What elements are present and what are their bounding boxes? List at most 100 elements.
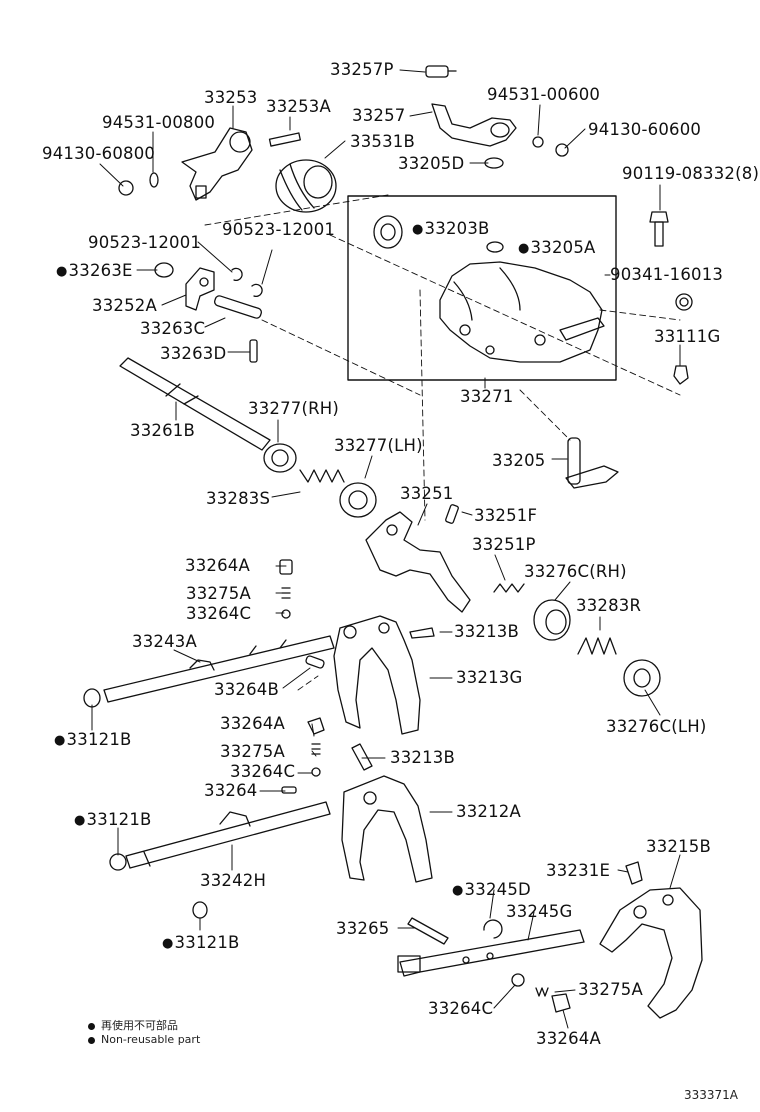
leader-lines bbox=[91, 69, 681, 1029]
label-33264C-2[interactable]: 33264C bbox=[230, 762, 296, 781]
label-33257P[interactable]: 33257P bbox=[330, 60, 394, 79]
plug-33264A-3 bbox=[551, 993, 571, 1013]
label-33263D[interactable]: 33263D bbox=[160, 344, 227, 363]
label-33245D[interactable]: 33245D bbox=[452, 881, 531, 901]
label-33253[interactable]: 33253 bbox=[204, 88, 258, 107]
dashed-assembly-lines bbox=[204, 194, 681, 691]
label-33283R[interactable]: 33283R bbox=[576, 596, 642, 615]
label-94130-60600[interactable]: 94130-60600 bbox=[588, 120, 702, 139]
label-90523-12001-b[interactable]: 90523-12001 bbox=[222, 220, 336, 239]
label-33205A[interactable]: 33205A bbox=[518, 239, 596, 259]
label-33213B-1[interactable]: 33213B bbox=[454, 622, 520, 641]
label-33253A[interactable]: 33253A bbox=[266, 97, 331, 116]
label-33271[interactable]: 33271 bbox=[460, 387, 514, 406]
label-33264[interactable]: 33264 bbox=[204, 781, 258, 800]
plug-33121B-2 bbox=[109, 853, 127, 871]
legend-en: Non-reusable part bbox=[88, 1033, 200, 1046]
label-33264A-1[interactable]: 33264A bbox=[185, 556, 250, 575]
bolt-33213B-2 bbox=[351, 743, 373, 771]
legend-ja: 再使用不可部品 bbox=[88, 1017, 178, 1033]
label-33242H[interactable]: 33242H bbox=[200, 871, 267, 890]
shaft-33243A bbox=[103, 635, 335, 703]
retainer-33276CLH bbox=[623, 659, 661, 697]
label-33275A-2[interactable]: 33275A bbox=[220, 742, 285, 761]
retainer-33277LH bbox=[339, 482, 377, 518]
label-33276CRH[interactable]: 33276C(RH) bbox=[524, 562, 627, 581]
plug-33121B-1 bbox=[83, 688, 101, 708]
label-94531-00600[interactable]: 94531-00600 bbox=[487, 85, 601, 104]
pin-33251F bbox=[445, 504, 459, 524]
legend-en-text: Non-reusable part bbox=[101, 1033, 201, 1046]
bolt-33231E bbox=[625, 861, 643, 885]
label-33275A-1[interactable]: 33275A bbox=[186, 584, 251, 603]
label-33263C[interactable]: 33263C bbox=[140, 319, 206, 338]
shaft-33263C bbox=[214, 295, 262, 319]
plug-33121B-3 bbox=[192, 901, 208, 919]
label-33277RH[interactable]: 33277(RH) bbox=[248, 399, 340, 418]
label-33277LH[interactable]: 33277(LH) bbox=[334, 436, 423, 455]
label-33264C-1[interactable]: 33264C bbox=[186, 604, 252, 623]
label-90523-12001-a[interactable]: 90523-12001 bbox=[88, 233, 202, 252]
label-33257[interactable]: 33257 bbox=[352, 106, 406, 125]
label-90119-08332[interactable]: 90119-08332(8) bbox=[622, 164, 760, 183]
spring-33275A-3 bbox=[535, 987, 549, 997]
label-33231E[interactable]: 33231E bbox=[546, 861, 611, 880]
detent-set-2 bbox=[307, 717, 325, 777]
washer-94531-00800 bbox=[149, 172, 159, 188]
label-33251[interactable]: 33251 bbox=[400, 484, 454, 503]
label-33264A-3[interactable]: 33264A bbox=[536, 1029, 601, 1048]
label-33261B[interactable]: 33261B bbox=[130, 421, 196, 440]
nut-94130-60800 bbox=[118, 180, 134, 196]
label-33121B-1[interactable]: 33121B bbox=[54, 731, 132, 751]
lever-33205 bbox=[565, 437, 619, 489]
pin-33257P bbox=[425, 65, 457, 78]
label-33243A[interactable]: 33243A bbox=[132, 632, 197, 651]
label-33121B-2[interactable]: 33121B bbox=[74, 811, 152, 831]
label-33252A[interactable]: 33252A bbox=[92, 296, 157, 315]
label-33263E[interactable]: 33263E bbox=[56, 262, 133, 282]
label-33275A-3[interactable]: 33275A bbox=[578, 980, 643, 999]
shaft-33261B bbox=[119, 357, 271, 451]
label-33213B-2[interactable]: 33213B bbox=[390, 748, 456, 767]
label-33251F[interactable]: 33251F bbox=[474, 506, 538, 525]
label-33264B[interactable]: 33264B bbox=[214, 680, 280, 699]
label-33203B[interactable]: 33203B bbox=[412, 220, 490, 240]
lever-33257 bbox=[431, 103, 517, 147]
label-33121B-3[interactable]: 33121B bbox=[162, 934, 240, 954]
bracket-33253 bbox=[181, 127, 253, 201]
label-90341-16013[interactable]: 90341-16013 bbox=[610, 265, 724, 284]
label-33111G[interactable]: 33111G bbox=[654, 327, 721, 346]
label-33264A-2[interactable]: 33264A bbox=[220, 714, 285, 733]
label-33205[interactable]: 33205 bbox=[492, 451, 546, 470]
washer-33205D bbox=[484, 157, 504, 169]
label-33264C-3[interactable]: 33264C bbox=[428, 999, 494, 1018]
label-33276CLH[interactable]: 33276C(LH) bbox=[606, 717, 707, 736]
label-33265[interactable]: 33265 bbox=[336, 919, 390, 938]
label-33245G[interactable]: 33245G bbox=[506, 902, 573, 921]
label-33531B[interactable]: 33531B bbox=[350, 132, 416, 151]
plug-90341-16013 bbox=[675, 293, 693, 311]
washer-94531-00600 bbox=[532, 136, 544, 148]
nonreusable-dot-icon bbox=[88, 1022, 95, 1030]
lever-33251 bbox=[365, 511, 471, 613]
label-94531-00800[interactable]: 94531-00800 bbox=[102, 113, 216, 132]
retainer-33277RH bbox=[263, 443, 297, 473]
nut-94130-60600 bbox=[555, 143, 569, 157]
label-33205D[interactable]: 33205D bbox=[398, 154, 465, 173]
case-cover-box bbox=[347, 195, 617, 381]
washer-33205A bbox=[486, 241, 504, 253]
ball-33264C-3 bbox=[511, 973, 525, 987]
label-33283S[interactable]: 33283S bbox=[206, 489, 271, 508]
label-94130-60800[interactable]: 94130-60800 bbox=[42, 144, 156, 163]
fork-33215B bbox=[599, 887, 703, 1019]
spring-33251P bbox=[493, 583, 525, 593]
label-33215B[interactable]: 33215B bbox=[646, 837, 712, 856]
label-33212A[interactable]: 33212A bbox=[456, 802, 521, 821]
bolt-33213B-1 bbox=[409, 627, 435, 639]
shaft-33245G bbox=[397, 929, 585, 977]
label-33251P[interactable]: 33251P bbox=[472, 535, 536, 554]
clip-33245D bbox=[483, 919, 503, 939]
label-33213G[interactable]: 33213G bbox=[456, 668, 523, 687]
lever-33252A bbox=[185, 267, 215, 311]
